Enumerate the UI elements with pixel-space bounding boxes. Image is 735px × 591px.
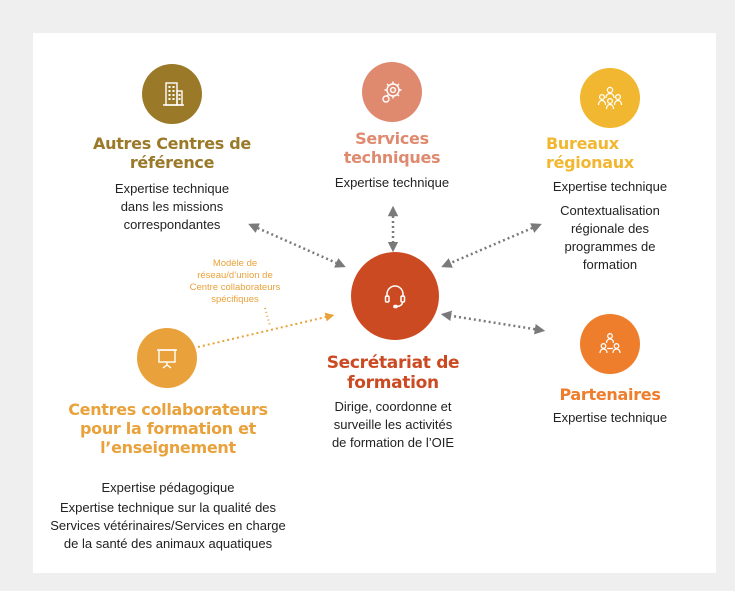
centres-collaborateurs-desc-1: Expertise pédagogique: [101, 480, 235, 495]
partenaires-desc: Expertise technique: [552, 410, 668, 425]
secretariat-desc: Dirige, coordonne et surveille les activ…: [331, 399, 455, 450]
gear-icon: [382, 81, 402, 103]
autres-centres-desc: Expertise technique dans les missions co…: [114, 181, 230, 232]
services-techniques-title: Services techniques: [343, 129, 441, 167]
arrow-partenaires-secretariat: [440, 310, 546, 335]
autres-centres-title: Autres Centres de référence: [93, 134, 251, 172]
services-techniques-desc: Expertise technique: [334, 175, 450, 190]
network-icon: [599, 333, 621, 354]
secretariat-node: [351, 252, 439, 340]
centres-collaborateurs-title: Centres collaborateurs pour la formation…: [68, 400, 268, 457]
presentation-icon: [157, 349, 177, 369]
bureaux-regionaux-desc-1: Expertise technique: [552, 179, 668, 194]
secretariat-title: Secrétariat de formation: [326, 353, 460, 393]
headset-icon: [384, 285, 406, 309]
services-techniques-node: [362, 62, 422, 122]
network-model-note: Modèle de réseau/d’union de Centre colla…: [189, 258, 281, 305]
centres-collaborateurs-node: [137, 328, 197, 388]
group-icon: [597, 86, 623, 110]
partenaires-node: [580, 314, 640, 374]
building-icon: [163, 82, 184, 106]
arrow-bureaux-secretariat: [441, 223, 542, 268]
bureaux-regionaux-desc-2: Contextualisation régionale des programm…: [560, 203, 660, 272]
bureaux-regionaux-title: Bureaux régionaux: [546, 134, 634, 172]
centres-collaborateurs-desc-2: Expertise technique sur la qualité des S…: [50, 500, 286, 551]
arrow-autres-secretariat: [248, 223, 346, 268]
arrow-collaborateurs-secretariat: [197, 312, 335, 348]
partenaires-title: Partenaires: [559, 385, 661, 404]
bureaux-regionaux-node: [580, 68, 640, 128]
note-pointer: [264, 307, 271, 327]
autres-centres-node: [142, 64, 202, 124]
